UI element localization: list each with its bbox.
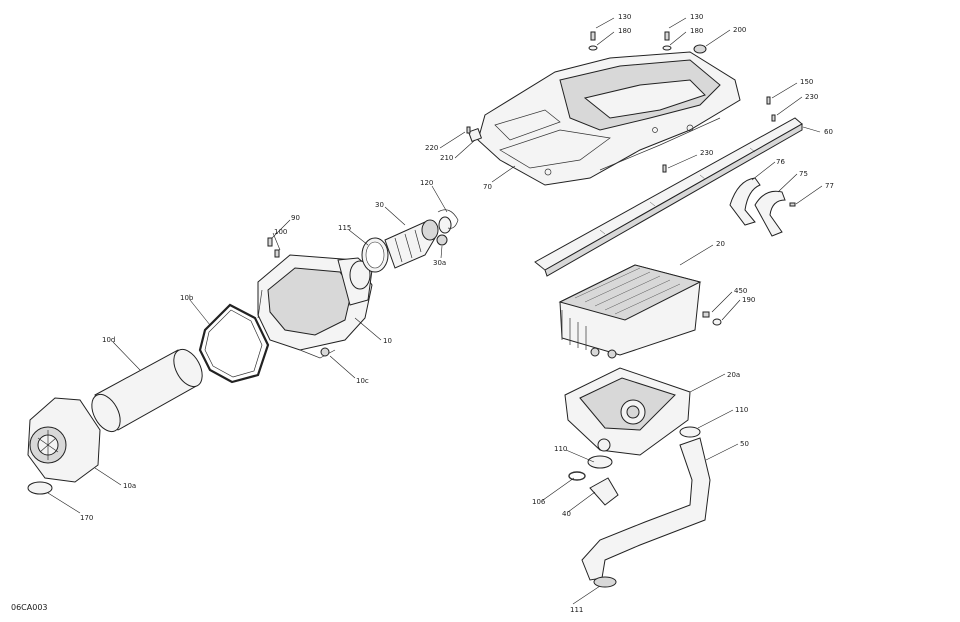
callout-75: 75 [799,170,808,178]
callout-230: 230 [700,149,713,157]
callout-30a: 30a [433,259,446,267]
callout-110: 110 [735,406,748,414]
callout-115: 115 [338,224,351,232]
part-70-upper-bracket [467,51,741,186]
callout-77: 77 [825,182,834,190]
callout-230: 230 [805,93,818,101]
part-10b-seal [198,303,270,384]
callout-70: 70 [483,183,492,191]
callout-60: 60 [824,128,833,136]
callout-190: 190 [742,296,755,304]
callout-180: 180 [690,27,703,35]
callout-50: 50 [740,440,749,448]
callout-30: 30 [375,201,384,209]
callout-40: 40 [562,510,571,518]
callout-200: 200 [733,26,746,34]
fasteners-130-180-200 [466,31,707,173]
callout-180: 180 [618,27,631,35]
part-30-bellows [361,209,459,273]
callout-130: 130 [690,13,703,21]
callout-90: 90 [291,214,300,222]
callout-450: 450 [734,287,747,295]
leader-lines [47,17,823,605]
part-75-76-clamps [729,177,796,237]
part-10a-cover [27,397,101,495]
part-20a-base [564,367,691,456]
callout-220: 220 [425,144,438,152]
callout-130: 130 [618,13,631,21]
callout-170: 170 [80,514,93,522]
callout-labels: 130 180 130 180 200 150 230 60 220 210 7… [80,13,834,614]
callout-100: 100 [274,228,287,236]
part-20-intercooler [558,264,722,359]
callout-10b: 10b [180,294,194,302]
callout-10d: 10d [102,336,115,344]
diagram-code: 06CA003 [11,603,48,612]
callout-110: 110 [554,445,567,453]
part-10-airbox [257,237,373,359]
part-10d-filter [91,348,203,433]
callout-111: 111 [570,606,583,614]
callout-10a: 10a [123,482,136,490]
callout-10: 10 [383,337,392,345]
callout-150: 150 [800,78,813,86]
callout-120: 120 [420,179,433,187]
callout-106: 106 [532,498,546,506]
callout-20: 20 [716,240,725,248]
callout-20a: 20a [727,371,740,379]
callout-76: 76 [776,158,785,166]
part-50-hose [568,426,711,588]
callout-210: 210 [440,154,453,162]
callout-10c: 10c [356,377,369,385]
part-60-rail [534,96,803,277]
